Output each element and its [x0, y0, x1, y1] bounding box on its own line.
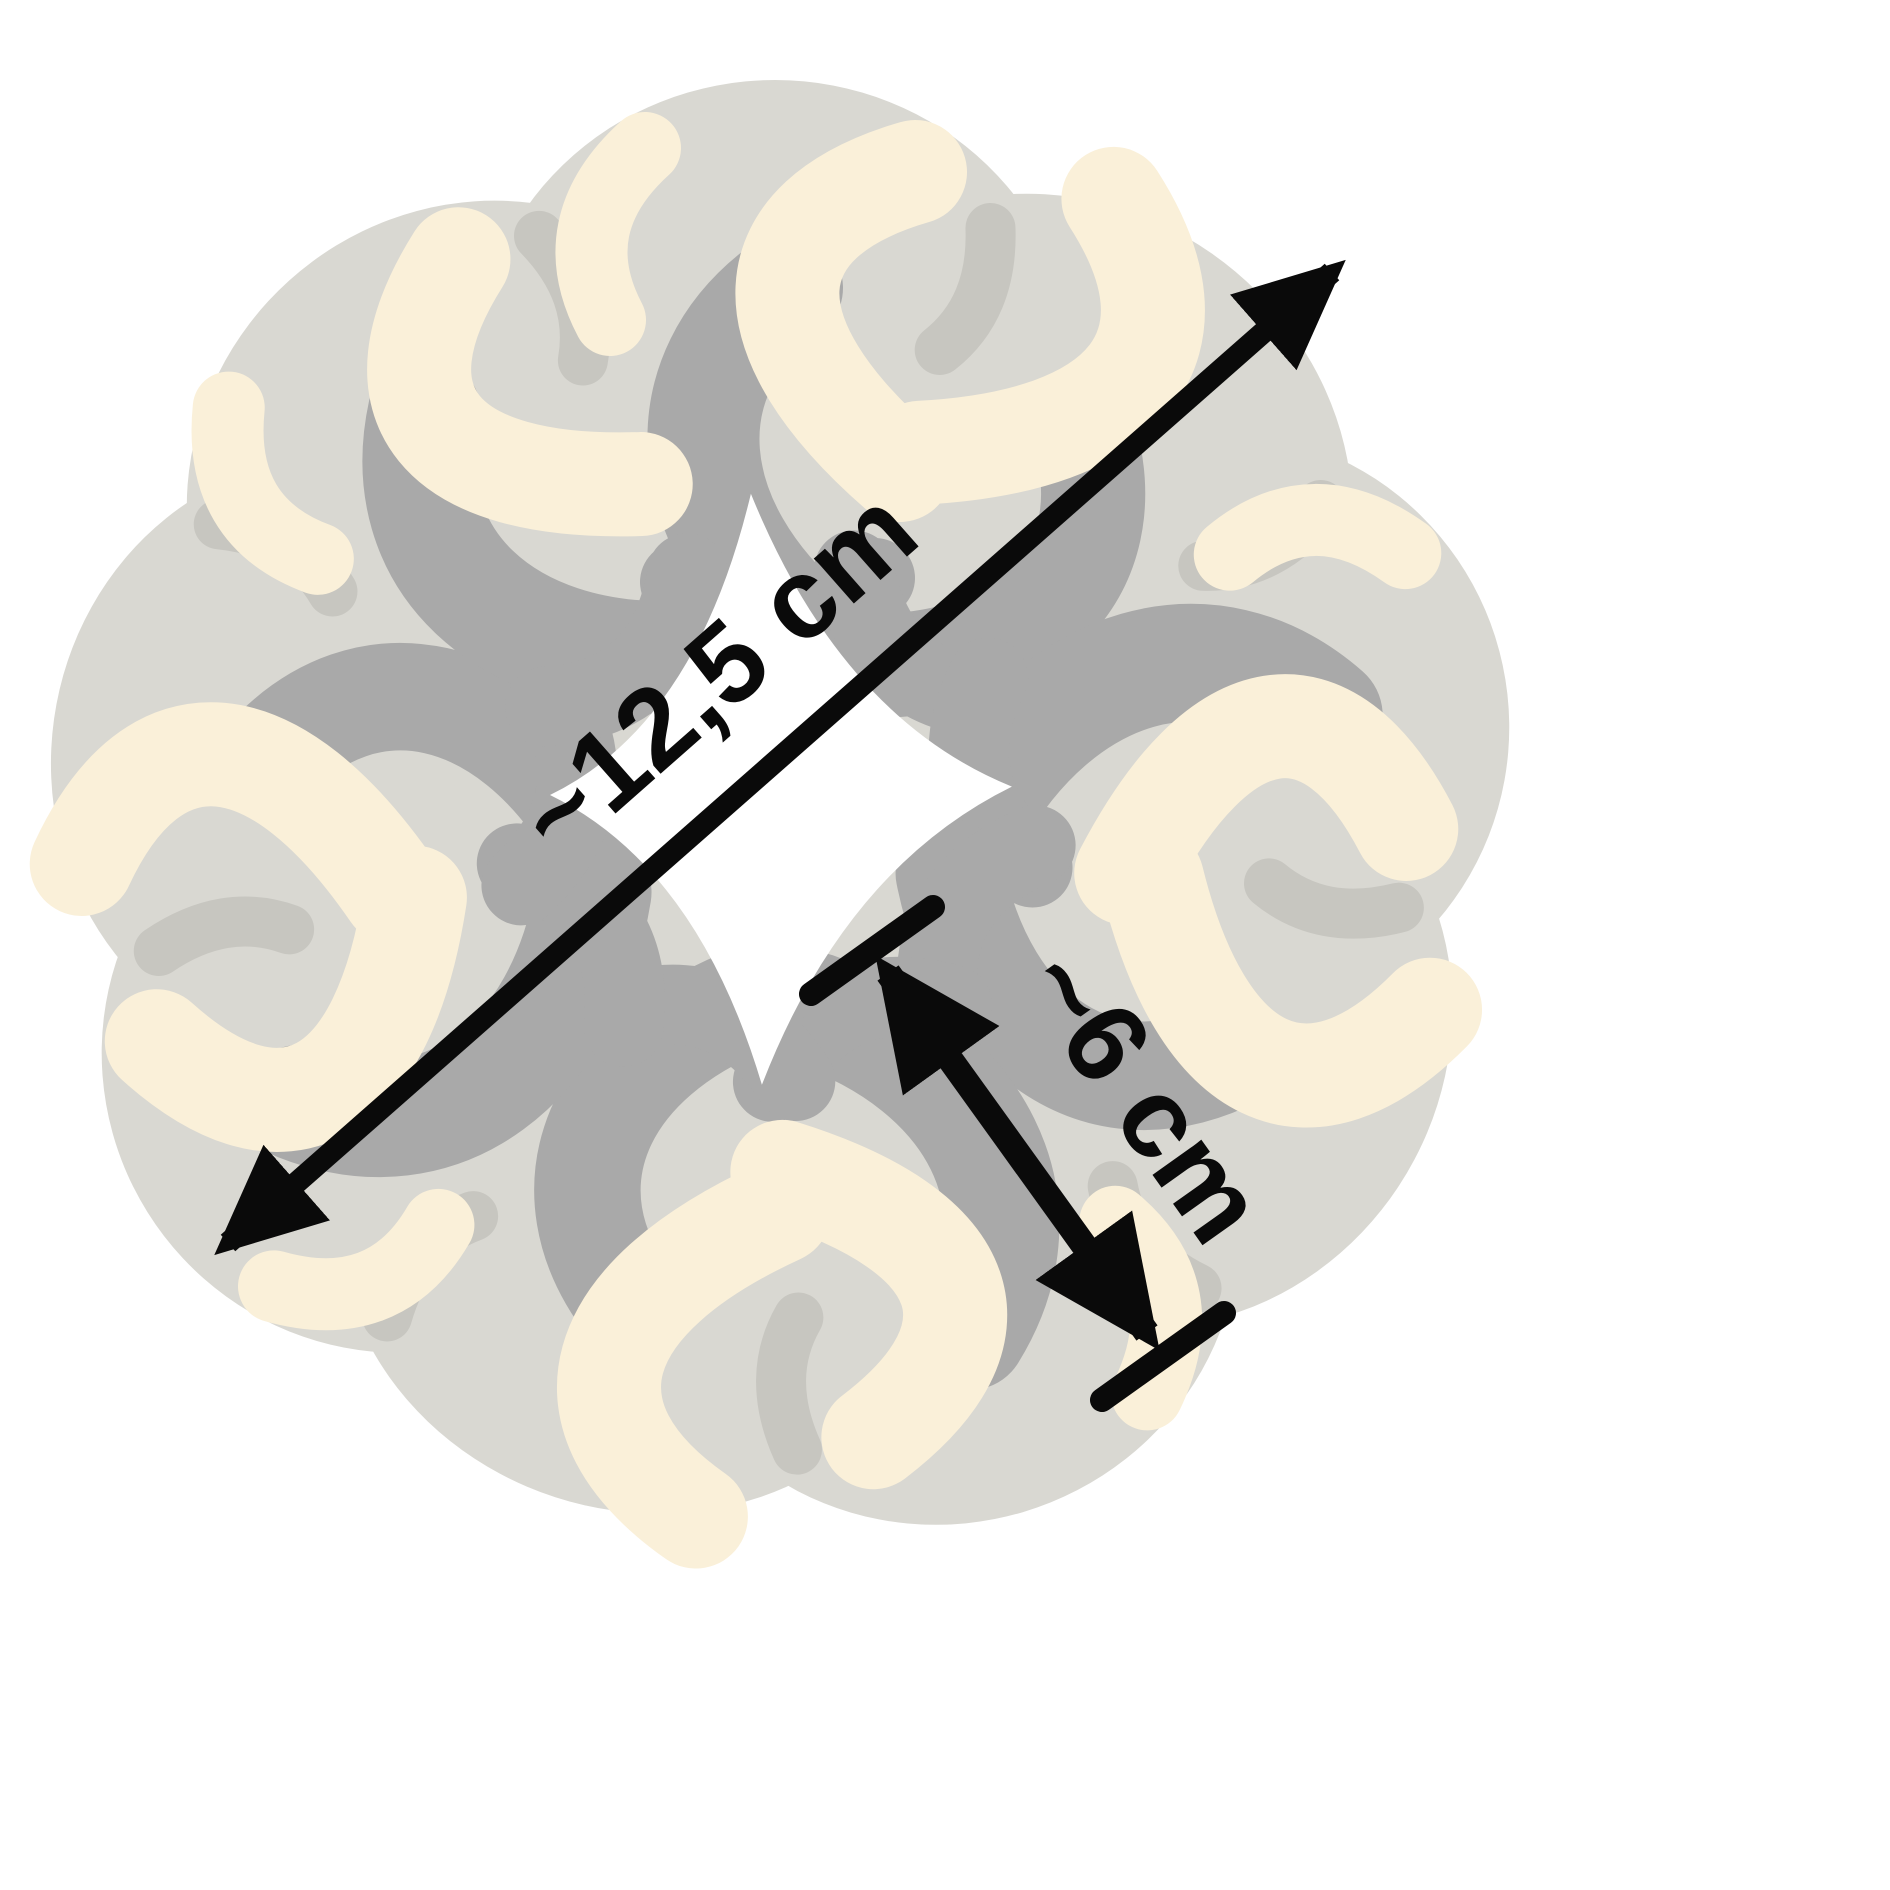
- scrunchie-illustration: [29, 80, 1510, 1569]
- fold-crease: [756, 1292, 824, 1475]
- diameter-arrow: [214, 259, 1346, 1256]
- band-width-tick-start: [799, 895, 945, 1006]
- band-width-tick-end: [1090, 1301, 1236, 1412]
- band-width-arrow: [875, 955, 1160, 1351]
- fold-crease: [1243, 858, 1424, 939]
